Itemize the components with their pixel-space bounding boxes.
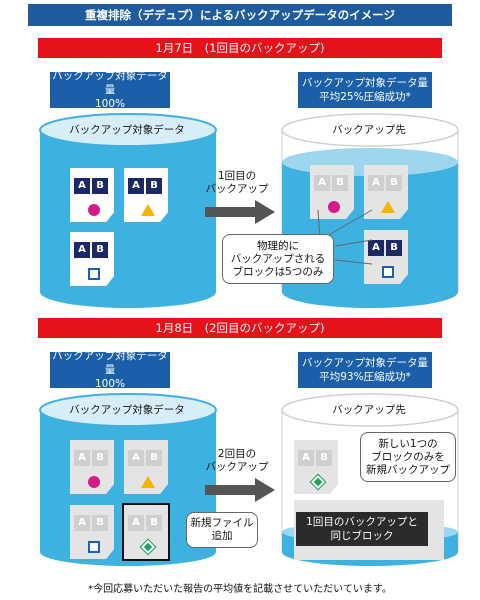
section1-source-cylinder bbox=[39, 113, 217, 308]
diamond-icon bbox=[309, 473, 327, 491]
block-b: B bbox=[386, 175, 402, 191]
callout-line: ブロックのみを bbox=[371, 450, 445, 463]
arrow-label-line: 1回目の bbox=[217, 170, 257, 182]
triangle-icon bbox=[381, 201, 395, 213]
footnote: *今回応募いただいた報告の平均値を記載させていただいています。 bbox=[88, 584, 392, 595]
diamond-icon bbox=[139, 538, 157, 556]
block-a: A bbox=[368, 175, 384, 191]
arrow-label-line: 2回目の bbox=[217, 448, 257, 460]
section1-dest-note: バックアップ対象データ量 平均25%圧縮成功* bbox=[298, 72, 432, 108]
block-b: B bbox=[92, 450, 108, 466]
arrow-right-icon bbox=[205, 200, 275, 224]
diagram-title: 重複排除（デデュプ）によるバックアップデータのイメージ bbox=[28, 4, 452, 26]
block-b: B bbox=[92, 515, 108, 531]
square-icon bbox=[382, 266, 394, 278]
note-line: 平均93%圧縮成功* bbox=[319, 371, 411, 383]
note-line: 100% bbox=[94, 98, 126, 110]
block-a: A bbox=[74, 178, 90, 194]
circle-icon bbox=[328, 201, 340, 213]
note-line: バックアップ対象データ量 bbox=[52, 70, 168, 96]
callout-line: 1回目のバックアップと bbox=[306, 516, 418, 528]
block-a: A bbox=[74, 242, 90, 258]
section1-dest-label: バックアップ先 bbox=[332, 124, 406, 136]
note-line: バックアップ対象データ量 bbox=[302, 77, 428, 89]
square-icon bbox=[88, 541, 100, 553]
block-a: A bbox=[298, 450, 314, 466]
section2-same-block-callout: 1回目のバックアップと 同じブロック bbox=[296, 512, 428, 546]
note-line: バックアップ対象データ量 bbox=[52, 350, 168, 376]
section2-dest-label: バックアップ先 bbox=[332, 404, 406, 416]
callout-line: 新しい1つの bbox=[378, 437, 438, 450]
block-a: A bbox=[74, 450, 90, 466]
section1-arrow-label: 1回目の バックアップ bbox=[197, 170, 277, 196]
arrow-label-line: バックアップ bbox=[205, 183, 269, 195]
block-a: A bbox=[128, 450, 144, 466]
block-b: B bbox=[92, 242, 108, 258]
section1-source-note: バックアップ対象データ量 100% bbox=[50, 70, 170, 110]
circle-icon bbox=[88, 476, 100, 488]
block-b: B bbox=[146, 178, 162, 194]
triangle-icon bbox=[141, 476, 155, 488]
block-b: B bbox=[92, 178, 108, 194]
block-a: A bbox=[128, 515, 144, 531]
callout-line: 追加 bbox=[211, 530, 233, 542]
note-line: 平均25%圧縮成功* bbox=[319, 91, 411, 103]
triangle-icon bbox=[141, 204, 155, 216]
note-line: バックアップ対象データ量 bbox=[302, 357, 428, 369]
section1-callout: 物理的に バックアップされる ブロックは5つのみ bbox=[222, 234, 334, 284]
callout-line: 物理的に bbox=[257, 239, 299, 252]
block-a: A bbox=[368, 240, 384, 256]
section1-source-label: バックアップ対象データ bbox=[69, 124, 185, 136]
section2-new-file-callout: 新規ファイル 追加 bbox=[186, 512, 258, 548]
arrow-label-line: バックアップ bbox=[205, 461, 269, 473]
section2-source-note: バックアップ対象データ量 100% bbox=[50, 350, 170, 390]
block-b: B bbox=[332, 175, 348, 191]
section2-arrow-label: 2回目の バックアップ bbox=[197, 448, 277, 474]
callout-line: ブロックは5つのみ bbox=[232, 265, 324, 278]
callout-line: 新規ファイル bbox=[190, 517, 254, 529]
block-a: A bbox=[74, 515, 90, 531]
section2-date-bar: 1月8日 (2回目のバックアップ) bbox=[38, 318, 442, 338]
block-b: B bbox=[146, 450, 162, 466]
block-b: B bbox=[316, 450, 332, 466]
section2-source-label: バックアップ対象データ bbox=[69, 404, 185, 416]
arrow-right-icon bbox=[205, 478, 275, 502]
block-a: A bbox=[128, 178, 144, 194]
block-b: B bbox=[146, 515, 162, 531]
section2-dest-callout: 新しい1つの ブロックのみを 新規バックアップ bbox=[360, 432, 456, 482]
block-b: B bbox=[386, 240, 402, 256]
note-line: 100% bbox=[94, 378, 126, 390]
block-a: A bbox=[314, 175, 330, 191]
circle-icon bbox=[88, 204, 100, 216]
square-icon bbox=[88, 268, 100, 280]
section1-date-bar: 1月7日 (1回目のバックアップ) bbox=[38, 38, 442, 58]
callout-line: 同じブロック bbox=[330, 530, 394, 542]
section2-dest-note: バックアップ対象データ量 平均93%圧縮成功* bbox=[298, 352, 432, 388]
callout-line: 新規バックアップ bbox=[366, 463, 450, 476]
callout-line: バックアップされる bbox=[230, 252, 326, 265]
